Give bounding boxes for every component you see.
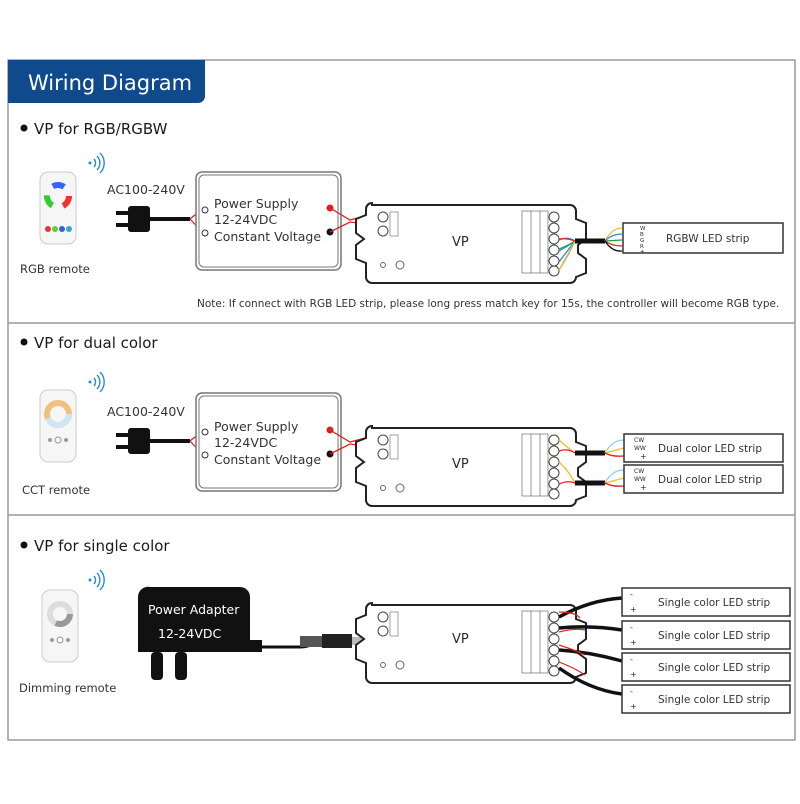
led-strip (621, 620, 791, 650)
pin-label: - (630, 687, 633, 696)
dc-connector (300, 636, 322, 647)
pin-label: WW (634, 476, 646, 483)
controller-label: VP (452, 235, 469, 250)
input-voltage: AC100-240V (107, 404, 185, 419)
bullet-icon (20, 338, 28, 346)
pin-label: + (630, 605, 637, 614)
pin-label: + (630, 702, 637, 711)
pin-label: CW (634, 468, 644, 475)
led-strip (622, 222, 784, 254)
adapter-line-2: 12-24VDC (158, 626, 221, 641)
wireless-icon (87, 152, 105, 174)
section-title: VP for RGB/RGBW (34, 120, 168, 138)
strip-label: Dual color LED strip (658, 443, 762, 455)
vp-controller (355, 425, 587, 507)
pin-label: + (640, 452, 647, 461)
section-single-color: VP for single color Dimming remote Power… (19, 537, 791, 714)
remote-label: CCT remote (22, 483, 90, 497)
ps-line-1: Power Supply (214, 419, 299, 434)
bullet-icon (20, 124, 28, 132)
header-tab (8, 60, 205, 103)
remote-label: Dimming remote (19, 681, 116, 695)
remote-label: RGB remote (20, 262, 90, 276)
pin-label: + (630, 638, 637, 647)
strip-label: Dual color LED strip (658, 474, 762, 486)
rgb-remote-image (39, 171, 77, 245)
ps-line-3: Constant Voltage (214, 452, 321, 467)
input-voltage: AC100-240V (107, 182, 185, 197)
led-strip (623, 433, 784, 463)
cct-remote-image (39, 389, 77, 463)
pin-label: WW (634, 445, 646, 452)
diagram-frame (7, 59, 796, 741)
ac-plug-icon (114, 204, 192, 234)
dimming-remote-image (41, 589, 79, 663)
section-title: VP for dual color (34, 334, 158, 352)
ac-plug-icon (114, 426, 192, 456)
wireless-icon (87, 371, 105, 393)
ps-line-2: 12-24VDC (214, 212, 277, 227)
controller-label: VP (452, 457, 469, 472)
ps-line-2: 12-24VDC (214, 435, 277, 450)
ps-line-1: Power Supply (214, 196, 299, 211)
strip-label: Single color LED strip (658, 597, 771, 609)
header-title: Wiring Diagram (28, 71, 192, 95)
wireless-icon (87, 569, 105, 591)
pin-label: - (630, 655, 633, 664)
pin-label: - (630, 590, 633, 599)
pin-label: W (640, 226, 646, 232)
led-strip (621, 684, 791, 714)
vp-controller (355, 202, 587, 284)
pin-label: - (630, 623, 633, 632)
section-dual-color: VP for dual color CCT remote AC100-240V … (20, 334, 784, 507)
controller-label: VP (452, 632, 469, 647)
pin-label: G (640, 238, 644, 244)
pin-label: + (640, 249, 645, 255)
section-rgb: VP for RGB/RGBW RGB remote AC100-240V Po… (20, 120, 784, 310)
power-adapter (137, 586, 262, 680)
bullet-icon (20, 541, 28, 549)
strip-label: Single color LED strip (658, 694, 771, 706)
led-strip (621, 652, 791, 682)
ps-line-3: Constant Voltage (214, 229, 321, 244)
adapter-line-1: Power Adapter (148, 602, 240, 617)
vp-controller (355, 602, 587, 684)
led-strip (621, 587, 791, 617)
pin-label: CW (634, 437, 644, 444)
pin-label: + (640, 483, 647, 492)
section-title: VP for single color (34, 537, 170, 555)
note-text: Note: If connect with RGB LED strip, ple… (197, 298, 779, 310)
pin-label: + (630, 670, 637, 679)
strip-label: Single color LED strip (658, 630, 771, 642)
led-strip (623, 464, 784, 494)
strip-label: RGBW LED strip (666, 233, 750, 245)
pin-label: B (640, 232, 644, 238)
strip-label: Single color LED strip (658, 662, 771, 674)
pin-label: R (640, 244, 644, 250)
